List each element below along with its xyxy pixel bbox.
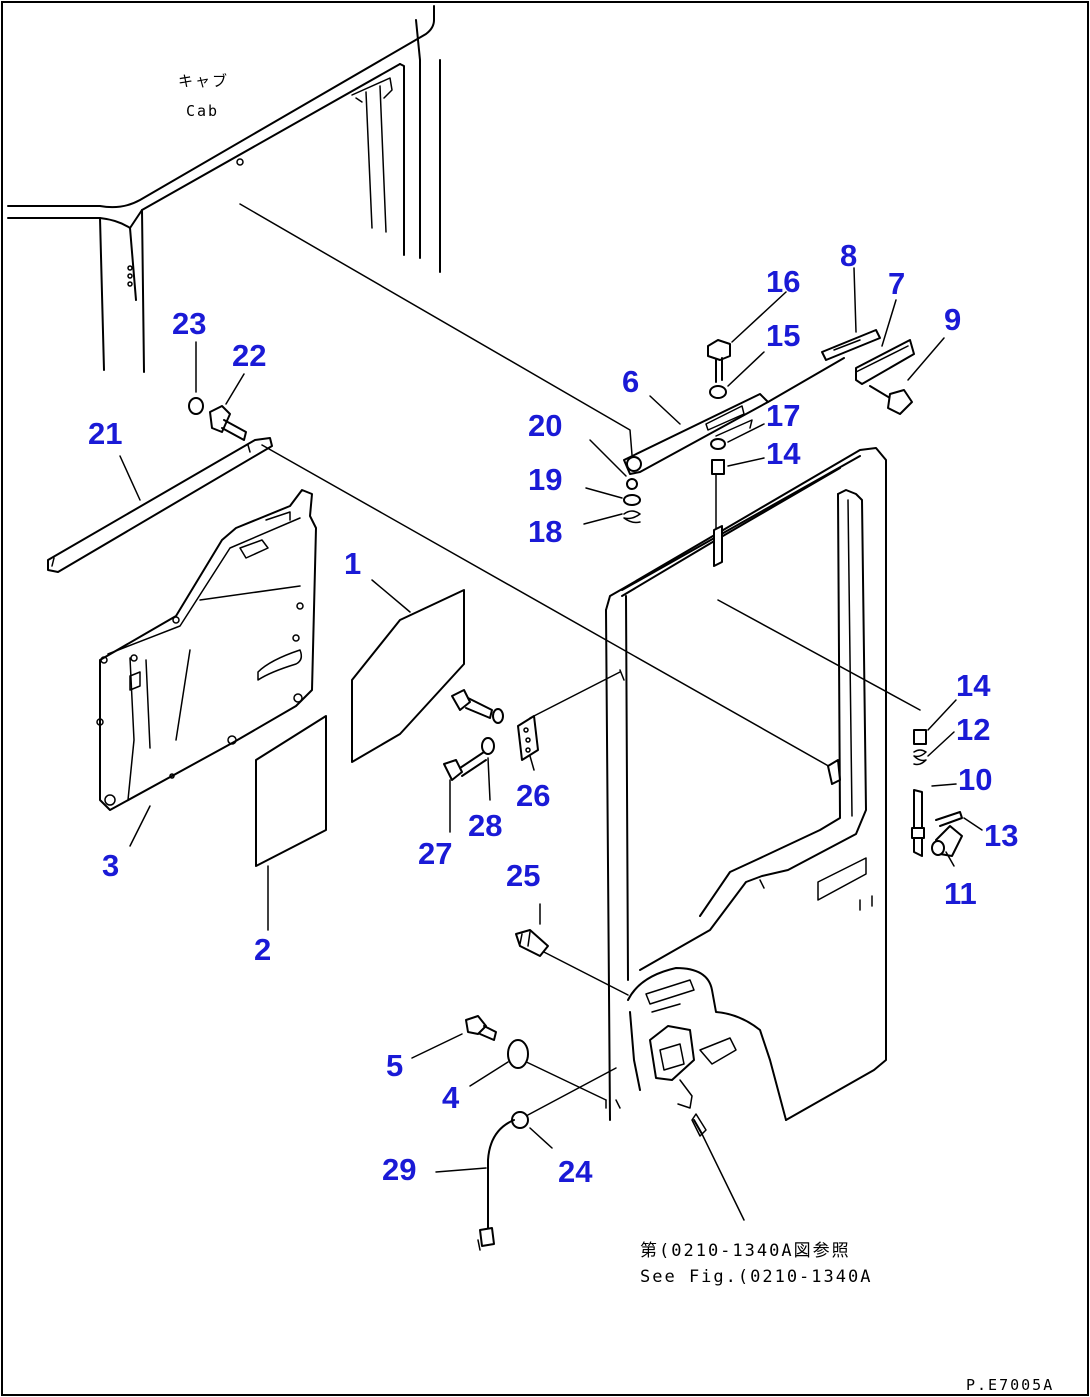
cab-label-jp: キャブ	[178, 72, 229, 90]
callout-22: 22	[232, 338, 266, 373]
part-7-bracket	[855, 339, 915, 385]
callout-19: 19	[528, 462, 562, 497]
callout-9: 9	[944, 302, 961, 337]
part-6-link-arm	[623, 357, 845, 475]
cab-label-en: Cab	[186, 102, 219, 120]
callout-6: 6	[622, 364, 639, 399]
part-27-bolt	[443, 751, 487, 781]
callout-11: 11	[944, 876, 977, 911]
part-9-bolt	[869, 385, 913, 415]
part-20-pin	[626, 478, 638, 490]
callout-20: 20	[528, 408, 562, 443]
callout-21: 21	[88, 416, 122, 451]
part-12-spring	[913, 749, 927, 766]
callout-16: 16	[766, 264, 800, 299]
callout-26: 26	[516, 778, 550, 813]
callout-4: 4	[442, 1080, 460, 1115]
part-1-panel	[351, 589, 465, 763]
part-19-washer	[623, 494, 641, 506]
figure-id: P.E7005A	[966, 1376, 1054, 1394]
callout-14-lower: 14	[956, 668, 991, 703]
part-13-clip	[935, 811, 963, 827]
part-5-bolt	[465, 1015, 497, 1041]
callout-27: 27	[418, 836, 452, 871]
part-bolt-upper-26	[451, 689, 504, 724]
part-21-stay-bar	[47, 437, 273, 573]
callout-17: 17	[766, 398, 800, 433]
part-14-bushing-lower	[913, 729, 927, 745]
part-29-cable	[477, 1119, 515, 1251]
assembly-lines	[239, 203, 921, 1117]
callout-29: 29	[382, 1152, 416, 1187]
part-26-bracket	[517, 715, 539, 761]
cab-outline	[7, 5, 441, 373]
part-17-washer	[710, 438, 726, 450]
callout-23: 23	[172, 306, 206, 341]
callout-12: 12	[956, 712, 990, 747]
callout-10: 10	[958, 762, 992, 797]
callout-28: 28	[468, 808, 502, 843]
part-18-spring	[623, 510, 641, 524]
callout-13: 13	[984, 818, 1018, 853]
part-25-striker	[515, 929, 549, 957]
part-23-washer	[188, 397, 204, 415]
door-lock-area	[627, 967, 787, 1221]
callout-3: 3	[102, 848, 119, 883]
callout-5: 5	[386, 1048, 403, 1083]
callout-leaders	[119, 267, 983, 1173]
callout-14-upper: 14	[766, 436, 801, 471]
reference-note-jp: 第(0210-1340A図参照	[640, 1241, 851, 1261]
part-28-washer	[481, 737, 495, 755]
part-3-door-trim	[96, 489, 317, 811]
door-frame	[605, 447, 887, 1121]
callout-2: 2	[254, 932, 271, 967]
callout-24: 24	[558, 1154, 593, 1189]
callout-15: 15	[766, 318, 800, 353]
part-10-pin	[911, 789, 925, 857]
callout-numbers: 1 2 3 4 5 6 7 8 9 10 11 12 13 14 14 15 1…	[88, 238, 1018, 1189]
part-14-bushing-upper	[711, 459, 725, 475]
callout-8: 8	[840, 238, 857, 273]
callout-7: 7	[888, 266, 905, 301]
part-4-bumper	[507, 1039, 529, 1069]
callout-1: 1	[344, 546, 361, 581]
part-8-plate	[821, 329, 881, 361]
part-2-pad	[255, 715, 327, 867]
part-15-washer	[709, 385, 727, 399]
part-11-roller	[931, 825, 963, 857]
part-16-bolt	[707, 339, 731, 383]
reference-note-en: See Fig.(0210-1340A	[640, 1267, 872, 1287]
callout-25: 25	[506, 858, 540, 893]
callout-18: 18	[528, 514, 562, 549]
part-22-bolt	[209, 405, 247, 441]
